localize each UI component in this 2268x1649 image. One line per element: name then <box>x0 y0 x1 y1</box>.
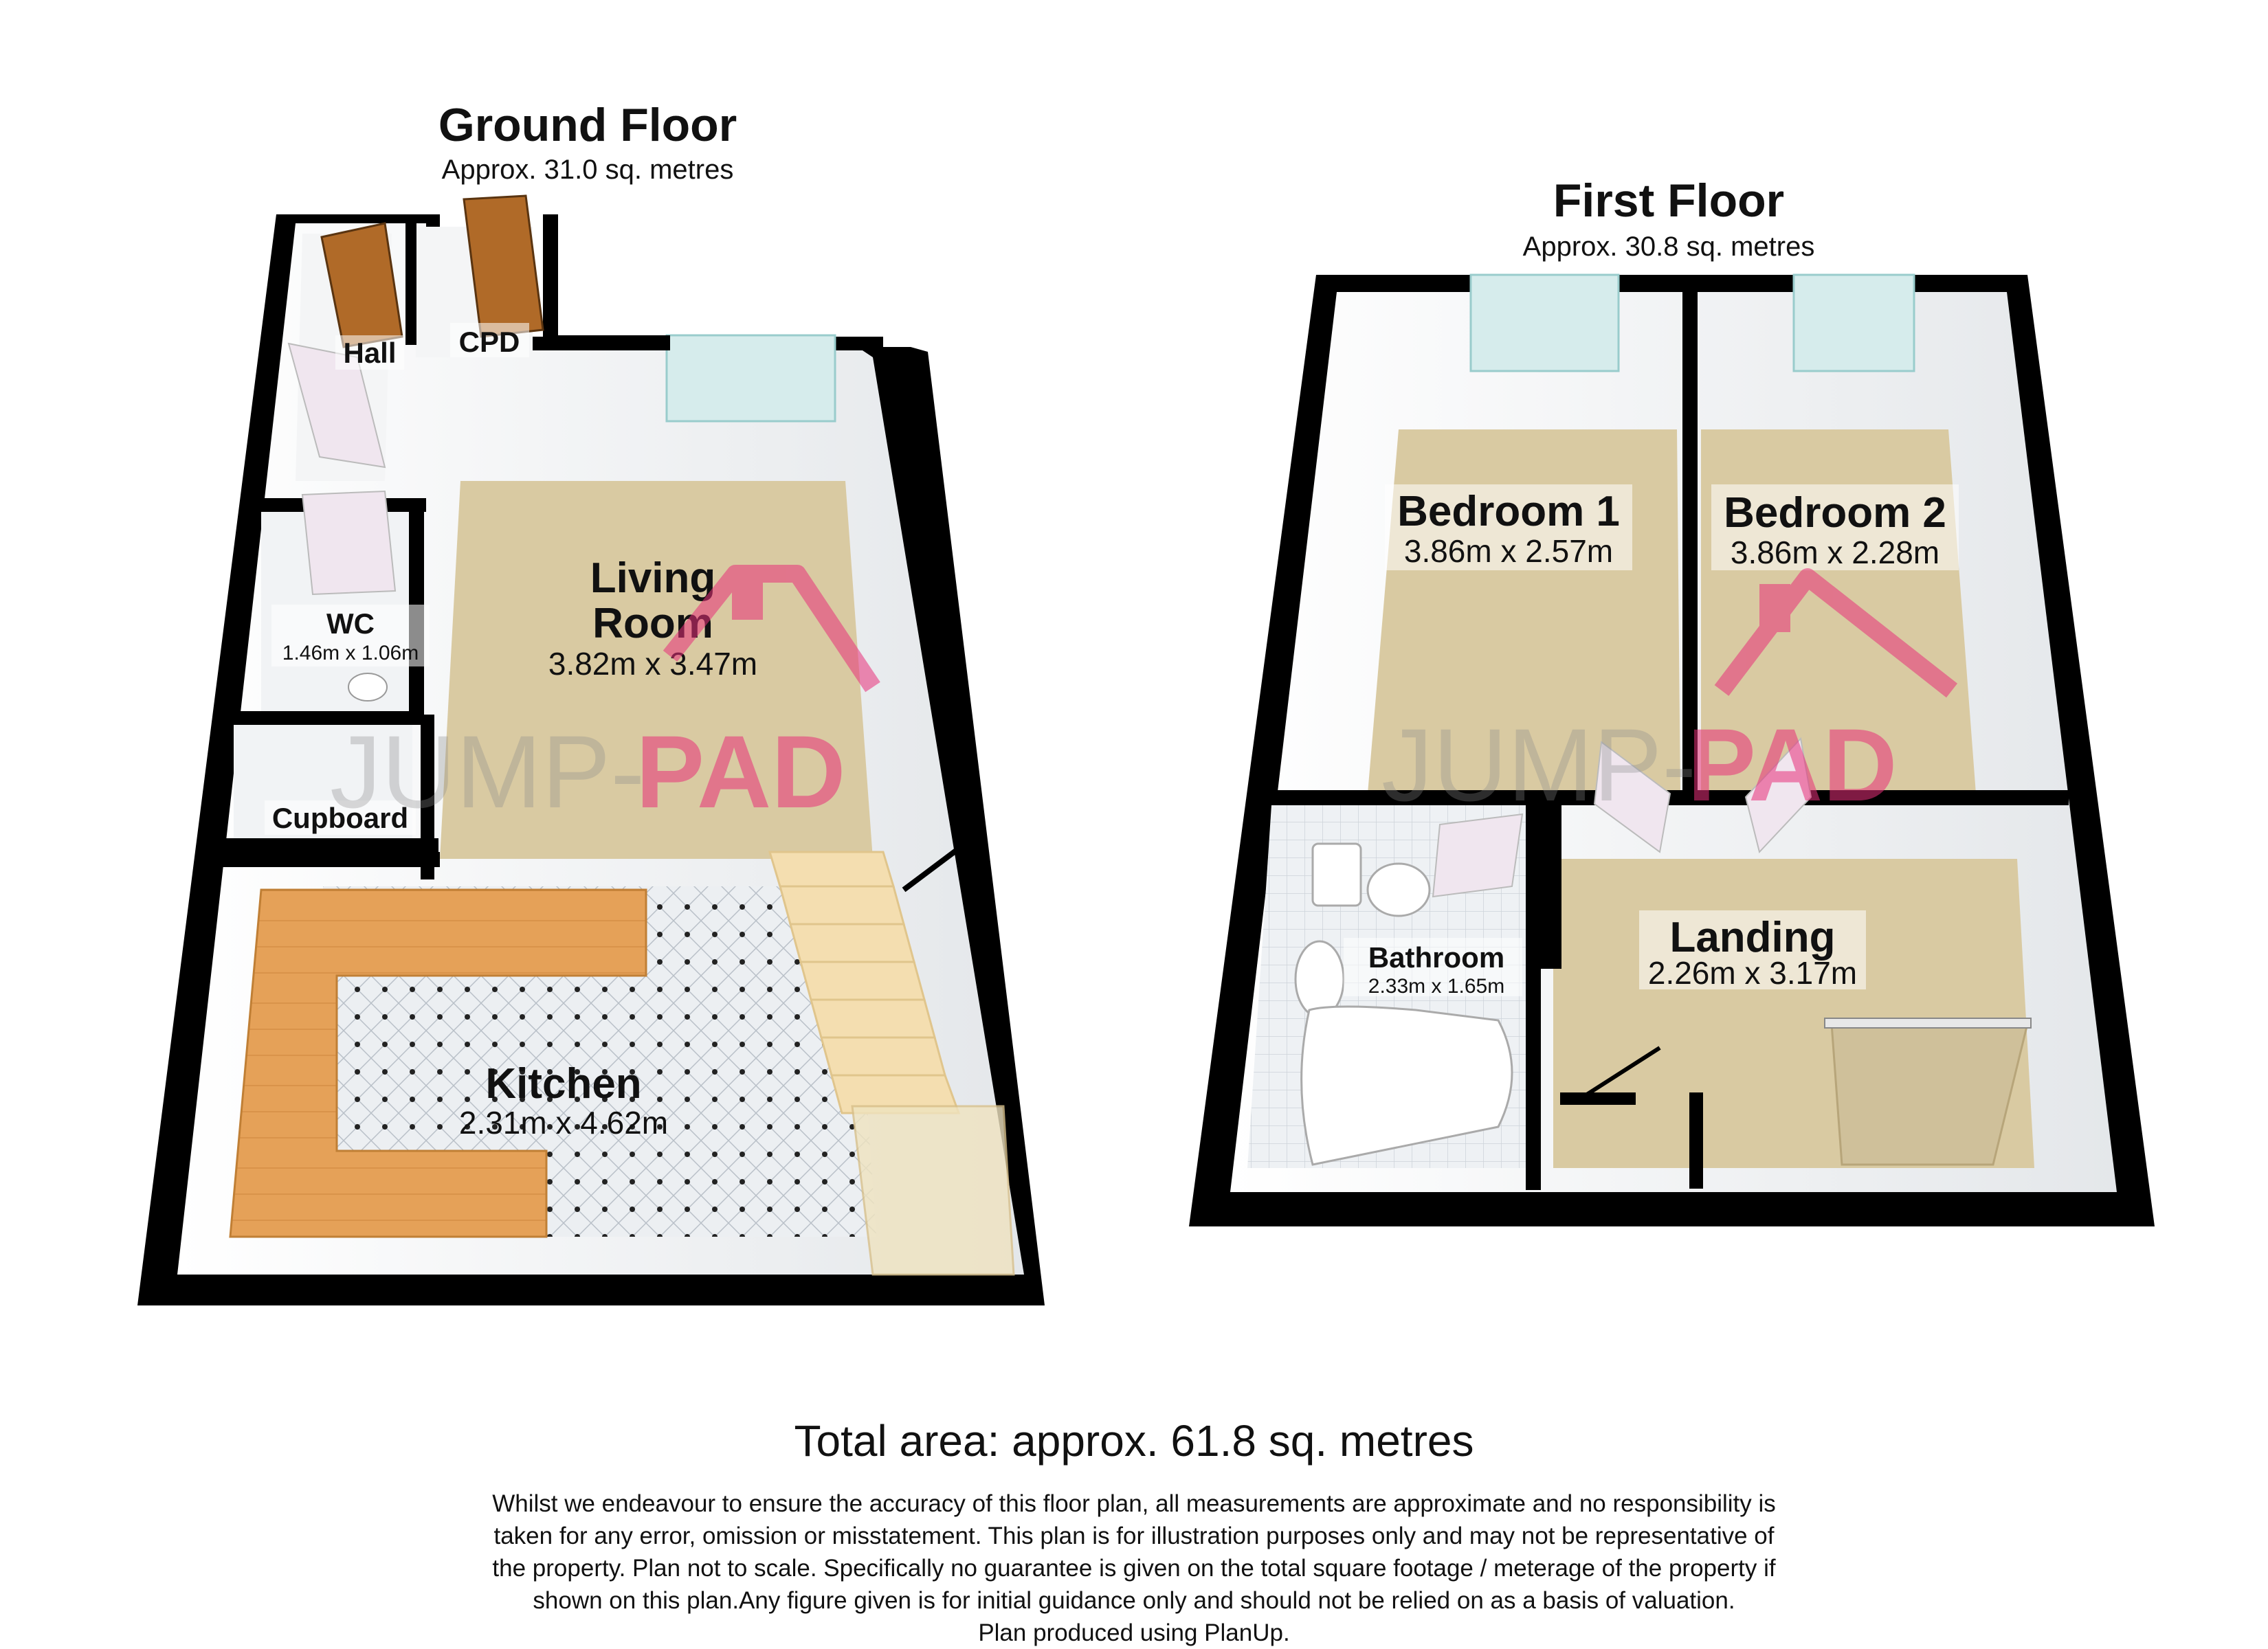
wc-wall-bottom <box>230 711 423 725</box>
bathroom-bath <box>1300 1005 1513 1166</box>
first-floor-area: Approx. 30.8 sq. metres <box>1523 232 1815 262</box>
disclaimer: Whilst we endeavour to ensure the accura… <box>385 1488 1883 1649</box>
kitchen-label: Kitchen <box>485 1060 641 1108</box>
bedroom-divider-wall <box>1682 282 1698 804</box>
bathroom-basin <box>1294 940 1345 1018</box>
watermark-text-pink: PAD <box>1687 707 1898 822</box>
bedroom2-label: Bedroom 2 <box>1724 489 1946 537</box>
first-floor-title: First Floor <box>1553 175 1784 227</box>
watermark-text-pink: PAD <box>636 714 846 829</box>
landing-banister <box>1824 1018 2032 1029</box>
cpd-door <box>463 194 544 338</box>
landing-cupboard-wall <box>1560 1092 1636 1105</box>
bedroom1-window <box>1469 273 1620 372</box>
disclaimer-line: shown on this plan.Any figure given is f… <box>533 1587 1735 1614</box>
ground-floor-stairs <box>768 851 1015 1276</box>
watermark-house-icon <box>1714 568 1958 698</box>
wc-door <box>301 490 397 596</box>
bedroom1-label: Bedroom 1 <box>1397 488 1620 535</box>
bathroom-toilet-cistern <box>1311 842 1362 907</box>
total-area: Total area: approx. 61.8 sq. metres <box>794 1416 1474 1466</box>
cupboard-label: Cupboard <box>272 802 408 834</box>
disclaimer-line: taken for any error, omission or misstat… <box>493 1523 1775 1549</box>
bathroom-label: Bathroom <box>1368 941 1504 974</box>
bathroom-wall-right <box>1526 805 1541 1190</box>
watermark-ground: JUMP- PAD <box>330 565 880 829</box>
watermark-text-grey: JUMP- <box>1381 707 1696 822</box>
cupboard-divider <box>421 715 434 879</box>
ground-floor-area: Approx. 31.0 sq. metres <box>442 155 734 185</box>
wc-dims: 1.46m x 1.06m <box>282 642 419 664</box>
living-room-label-line1: Living <box>590 554 716 602</box>
bedroom2-window <box>1792 273 1915 372</box>
bedroom2-dims: 3.86m x 2.28m <box>1731 535 1939 570</box>
living-room-window <box>665 334 836 423</box>
bedroom1-dims: 3.86m x 2.57m <box>1404 533 1613 569</box>
stair-rail <box>902 846 961 893</box>
bathroom-dims: 2.33m x 1.65m <box>1368 975 1504 998</box>
landing-dims: 2.26m x 3.17m <box>1648 955 1857 991</box>
cupboard-wall <box>219 838 438 853</box>
cpd-wall-2 <box>405 214 416 345</box>
cpd-wall-3 <box>557 335 670 350</box>
bathroom-toilet-bowl <box>1366 862 1431 917</box>
landing-stairs <box>1830 1022 2029 1166</box>
ground-floor-title: Ground Floor <box>438 99 737 151</box>
cpd-label: CPD <box>459 326 520 358</box>
landing-cupboard-wall-2 <box>1689 1092 1703 1189</box>
cpd-wall <box>543 214 558 345</box>
landing-wall-top <box>1541 790 1561 969</box>
disclaimer-line: Plan produced using PlanUp. <box>978 1619 1290 1646</box>
wc-label: WC <box>326 607 375 640</box>
kitchen-living-divider <box>219 852 440 867</box>
watermark-first: JUMP- PAD <box>1381 568 1958 822</box>
disclaimer-line: the property. Plan not to scale. Specifi… <box>492 1555 1776 1582</box>
kitchen-dims: 2.31m x 4.62m <box>459 1105 668 1141</box>
watermark-text-grey: JUMP- <box>330 714 645 829</box>
hall-label: Hall <box>343 337 396 369</box>
hall-door <box>287 342 386 469</box>
bathroom-door <box>1432 813 1524 898</box>
watermark-house-icon <box>663 565 880 693</box>
ground-floor <box>137 194 1045 1305</box>
bedroom2-door <box>1744 737 1812 854</box>
landing-label: Landing <box>1669 914 1835 961</box>
landing-cupboard-door <box>1572 1046 1661 1105</box>
living-room-dims: 3.82m x 3.47m <box>548 646 757 682</box>
bedroom1-door <box>1593 741 1671 853</box>
wc-toilet <box>348 673 388 702</box>
disclaimer-line: Whilst we endeavour to ensure the accura… <box>492 1490 1776 1517</box>
kitchen-worktop <box>229 888 647 1238</box>
